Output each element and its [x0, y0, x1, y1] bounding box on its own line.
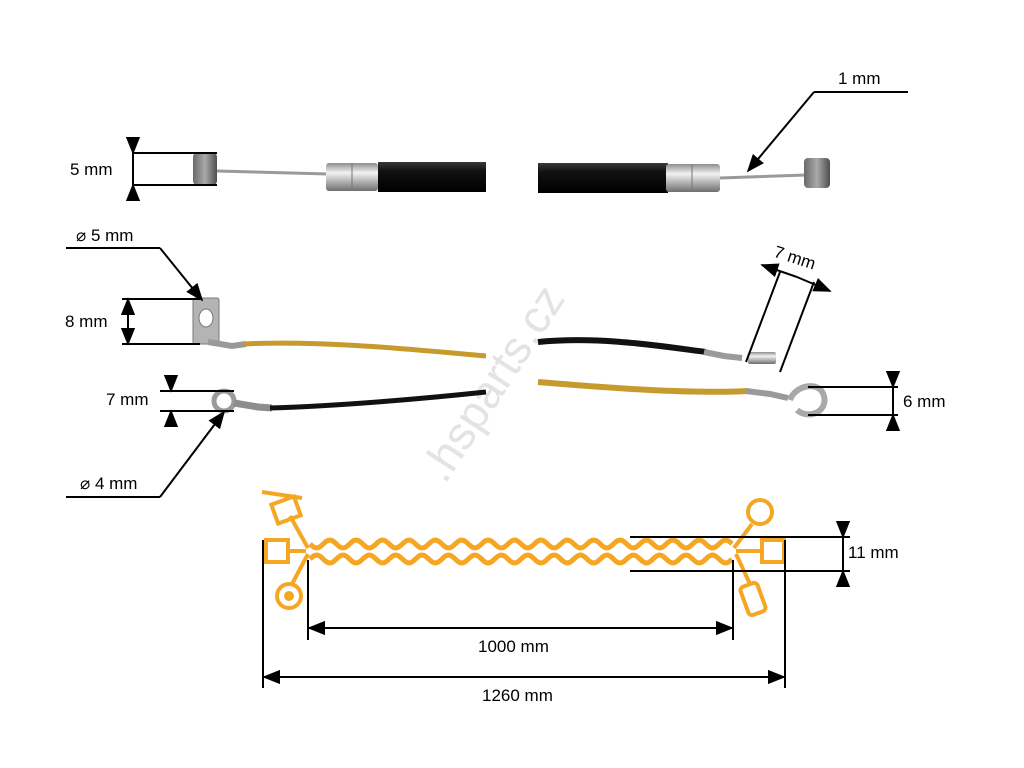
outer-cable-right [538, 163, 668, 193]
dim-1000mm: 1000 mm [307, 560, 734, 656]
label-5mm: 5 mm [70, 160, 113, 179]
right-connectors-icon [732, 498, 786, 618]
hook-terminal-right [787, 383, 828, 418]
heater-schematic: 11 mm 1000 mm 1260 mm [261, 490, 899, 705]
left-connectors-icon [261, 490, 310, 610]
dim-eyelet-8mm: 8 mm [65, 297, 200, 346]
ferrule-right [666, 164, 720, 192]
dim-hook-6mm: 6 mm [808, 370, 946, 432]
dim-1260mm: 1260 mm [262, 540, 786, 705]
dim-nipple-5mm: 5 mm [70, 136, 217, 202]
dim-heater-11mm: 11 mm [630, 520, 899, 588]
label-8mm: 8 mm [65, 312, 108, 331]
label-dia-5mm: ⌀ 5 mm [76, 226, 133, 245]
dim-wire-1mm: 1 mm [746, 69, 908, 173]
yellow-wire-left [192, 297, 487, 359]
sleeve-connector-right [748, 352, 776, 364]
label-7mm-ring: 7 mm [106, 390, 149, 409]
nipple-right [804, 158, 830, 188]
label-1000mm: 1000 mm [478, 637, 549, 656]
label-7mm-sleeve: 7 mm [772, 242, 818, 273]
yellow-wire-right [537, 379, 828, 418]
label-11mm: 11 mm [848, 543, 899, 562]
throttle-cable-right [538, 158, 830, 193]
dim-ring-4mm: ⌀ 4 mm [66, 410, 226, 498]
label-dia-4mm: ⌀ 4 mm [80, 474, 137, 493]
dim-eyelet-5mm: ⌀ 5 mm [66, 226, 204, 302]
ring-terminal-left [211, 388, 237, 414]
dim-ring-7mm: 7 mm [106, 374, 234, 428]
label-6mm: 6 mm [903, 392, 946, 411]
black-wire-right [537, 337, 776, 364]
heating-wire-bottom [308, 552, 734, 566]
outer-cable-left [378, 162, 486, 192]
throttle-cable-left [193, 153, 486, 192]
label-1mm: 1 mm [838, 69, 881, 88]
nipple-left [193, 153, 217, 185]
heating-wire-top [308, 537, 734, 551]
label-1260mm: 1260 mm [482, 686, 553, 705]
